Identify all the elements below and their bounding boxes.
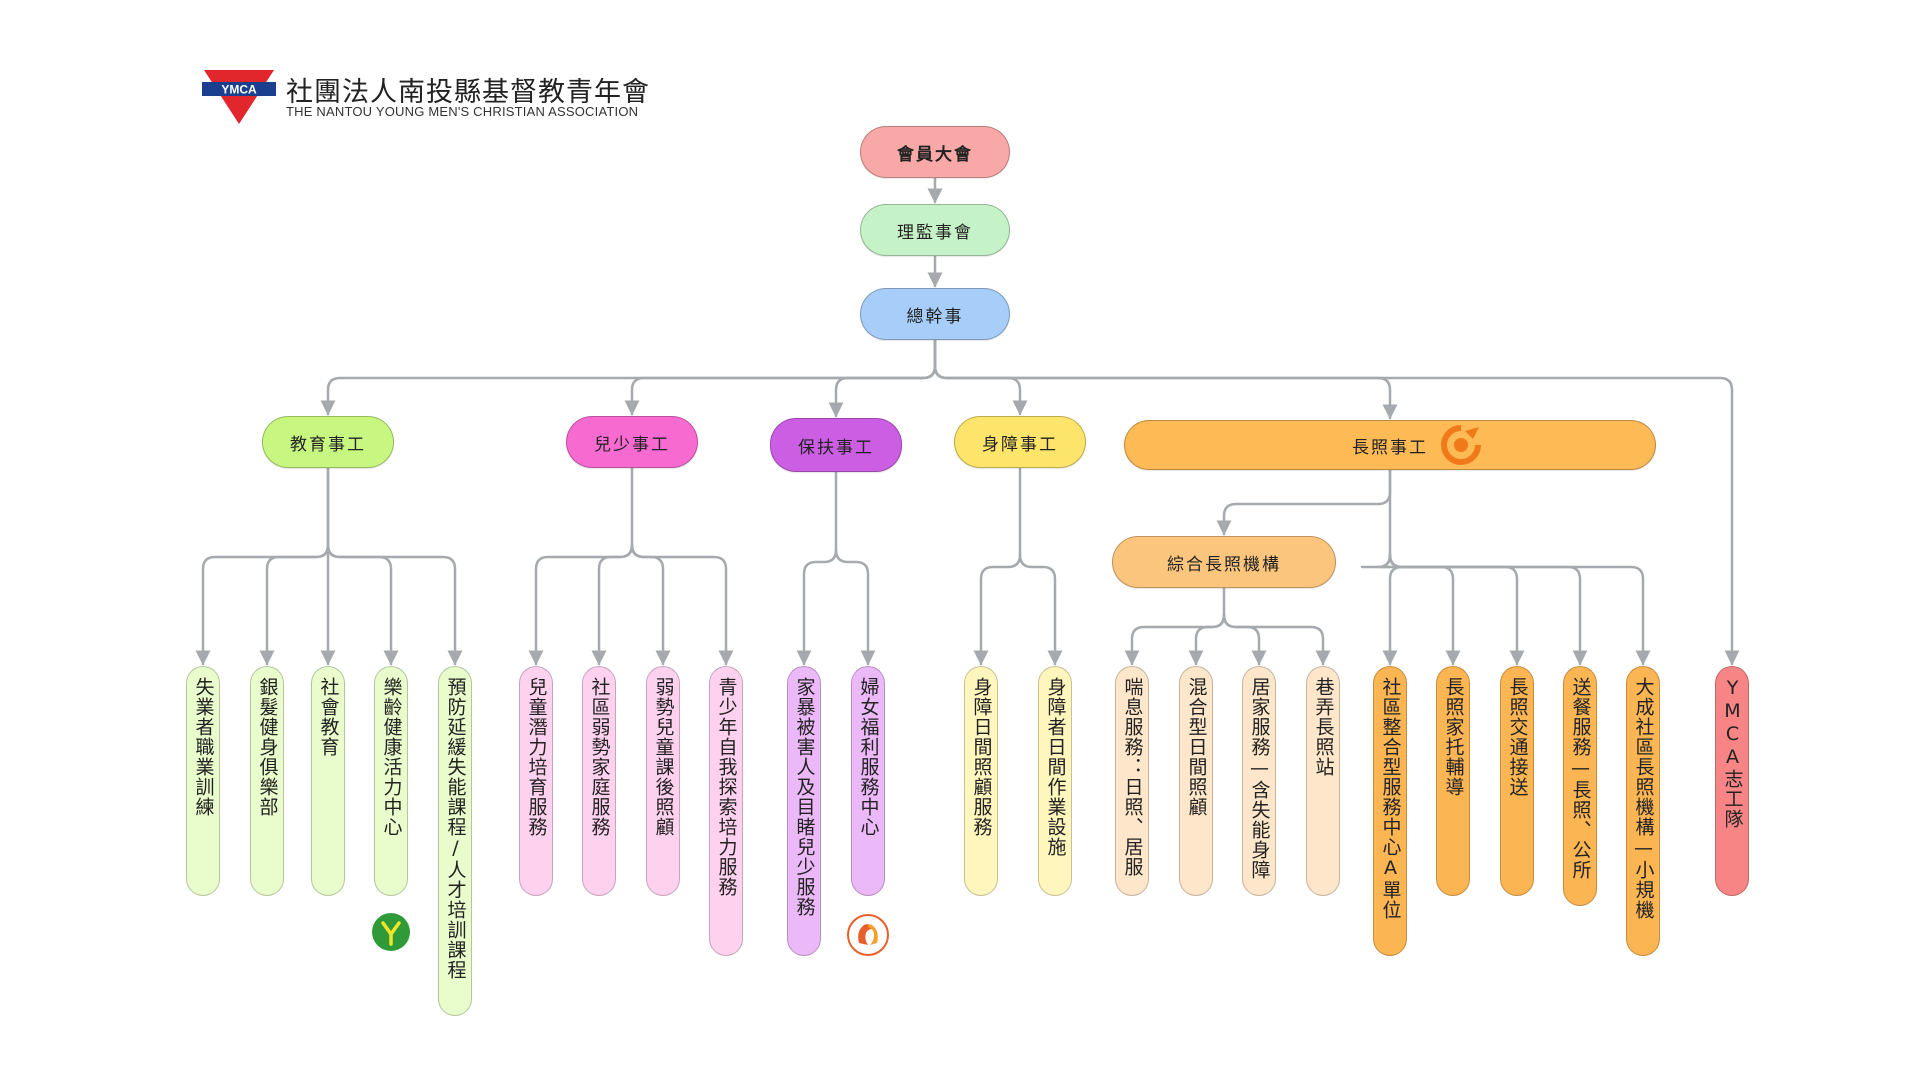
org-name-en: THE NANTOU YOUNG MEN'S CHRISTIAN ASSOCIA… bbox=[286, 104, 639, 119]
node-secretary-general: 總幹事 bbox=[860, 288, 1010, 340]
org-name-zh: 社團法人南投縣基督教青年會 bbox=[286, 77, 650, 108]
node-longterm: 長照事工 bbox=[1124, 420, 1656, 470]
item-unemployed-vocational-training: 失業者職業訓練 bbox=[186, 666, 220, 896]
item-transport-service: 長照交通接送 bbox=[1500, 666, 1534, 896]
item-alley-care-station: 巷弄長照站 bbox=[1306, 666, 1340, 896]
node-board: 理監事會 bbox=[860, 204, 1010, 256]
item-disability-day-workshop: 身障者日間作業設施 bbox=[1038, 666, 1072, 896]
item-after-school-care: 弱勢兒童課後照顧 bbox=[646, 666, 680, 896]
node-protection: 保扶事工 bbox=[770, 418, 902, 472]
item-child-potential-development: 兒童潛力培育服務 bbox=[519, 666, 553, 896]
header-logo: YMCA 社團法人南投縣基督教青年會 THE NANTOU YOUNG MEN'… bbox=[200, 68, 660, 128]
item-domestic-violence-victims: 家暴被害人及目睹兒少服務 bbox=[787, 666, 821, 956]
node-youth: 兒少事工 bbox=[566, 416, 698, 468]
node-education: 教育事工 bbox=[262, 416, 394, 468]
item-youth-self-exploration: 青少年自我探索培力服務 bbox=[709, 666, 743, 956]
item-meal-delivery: 送餐服務—長照、公所 bbox=[1563, 666, 1597, 906]
active-aging-logo-icon bbox=[372, 913, 410, 951]
ymca-triangle-logo-icon: YMCA bbox=[202, 70, 276, 124]
node-longterm-label: 長照事工 bbox=[1352, 437, 1428, 458]
item-silver-fitness-club: 銀髮健身俱樂部 bbox=[250, 666, 284, 896]
women-center-logo-icon bbox=[847, 914, 889, 956]
item-social-education: 社會教育 bbox=[311, 666, 345, 896]
node-general-assembly: 會員大會 bbox=[860, 126, 1010, 178]
item-family-care-guidance: 長照家托輔導 bbox=[1436, 666, 1470, 896]
item-prevention-courses: 預防延緩失能課程/人才培訓課程 bbox=[438, 666, 472, 1016]
item-women-welfare-center: 婦女福利服務中心 bbox=[851, 666, 885, 896]
item-dacheng-small-institution: 大成社區長照機構—小規機 bbox=[1626, 666, 1660, 956]
item-mixed-day-care: 混合型日間照顧 bbox=[1179, 666, 1213, 896]
node-disability: 身障事工 bbox=[954, 416, 1086, 468]
item-ymca-volunteer-team: YMCA志工隊 bbox=[1715, 666, 1749, 896]
longterm-care-logo-icon bbox=[1441, 425, 1481, 465]
logo-text: YMCA bbox=[221, 83, 257, 97]
item-respite-service: 喘息服務：日照、居服 bbox=[1115, 666, 1149, 896]
node-integrated: 綜合長照機構 bbox=[1112, 536, 1336, 588]
item-home-service: 居家服務—含失能身障 bbox=[1242, 666, 1276, 896]
item-disadvantaged-family-service: 社區弱勢家庭服務 bbox=[582, 666, 616, 896]
item-active-aging-center: 樂齡健康活力中心 bbox=[374, 666, 408, 896]
item-community-integrated-center-a: 社區整合型服務中心A單位 bbox=[1373, 666, 1407, 956]
item-disability-day-care: 身障日間照顧服務 bbox=[964, 666, 998, 896]
